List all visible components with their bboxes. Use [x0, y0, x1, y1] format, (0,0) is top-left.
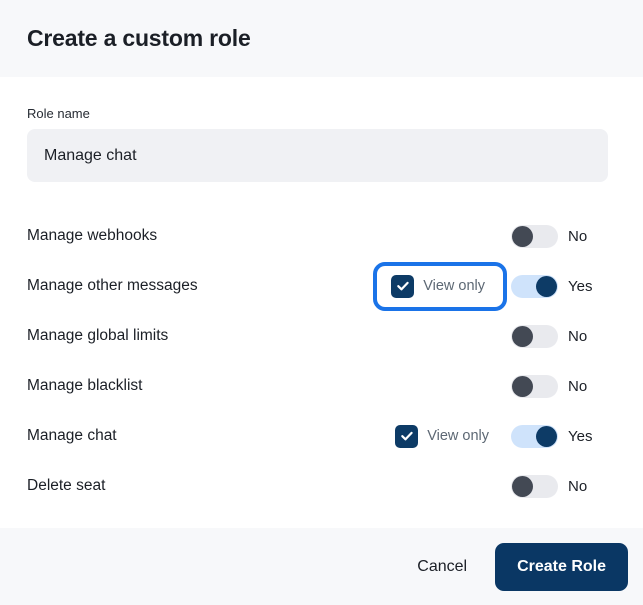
permission-label: Manage webhooks	[27, 227, 158, 244]
permission-row: Manage blacklist No	[27, 361, 616, 411]
check-icon[interactable]	[391, 274, 415, 298]
check-icon[interactable]	[395, 424, 419, 448]
dialog-footer: Cancel Create Role	[0, 528, 643, 605]
permission-toggle-group: No	[511, 224, 616, 248]
dialog-header: Create a custom role	[0, 0, 643, 77]
toggle-knob	[536, 425, 557, 447]
permission-label: Manage chat	[27, 427, 117, 444]
toggle-knob	[512, 325, 533, 347]
toggle-knob	[512, 375, 533, 397]
permission-toggle[interactable]	[511, 474, 558, 498]
permission-toggle[interactable]	[511, 424, 558, 448]
toggle-state-label: No	[568, 477, 588, 495]
permission-row: Delete seat No	[27, 461, 616, 511]
permission-label: Manage other messages	[27, 277, 198, 294]
permission-label: Manage blacklist	[27, 377, 143, 394]
view-only-label: View only	[423, 278, 485, 294]
permission-row: Manage chat View only Yes	[27, 411, 616, 461]
permission-toggle-group: Yes	[511, 274, 616, 298]
permission-label: Manage global limits	[27, 327, 169, 344]
role-name-input[interactable]	[27, 129, 608, 182]
permission-label: Delete seat	[27, 477, 106, 494]
page-title: Create a custom role	[27, 25, 251, 51]
toggle-state-label: No	[568, 377, 588, 395]
view-only-label: View only	[427, 428, 489, 444]
permission-row: Manage other messages View only Yes	[27, 261, 616, 311]
permission-toggle-group: No	[511, 474, 616, 498]
permission-toggle[interactable]	[511, 224, 558, 248]
toggle-state-label: No	[568, 327, 588, 345]
toggle-knob	[512, 225, 533, 247]
permission-row: Manage global limits No	[27, 311, 616, 361]
permission-row: Manage webhooks No	[27, 211, 616, 261]
toggle-knob	[536, 275, 557, 297]
toggle-state-label: Yes	[568, 427, 593, 445]
role-name-label: Role name	[27, 106, 90, 121]
permission-toggle[interactable]	[511, 374, 558, 398]
permission-toggle-group: No	[511, 374, 616, 398]
create-role-button[interactable]: Create Role	[495, 542, 628, 591]
permission-toggle-group: No	[511, 324, 616, 348]
view-only-control[interactable]: View only	[373, 261, 507, 311]
view-only-control[interactable]: View only	[395, 424, 489, 448]
permission-toggle[interactable]	[511, 274, 558, 298]
cancel-button[interactable]: Cancel	[397, 546, 487, 588]
toggle-state-label: No	[568, 227, 588, 245]
toggle-knob	[512, 475, 533, 497]
toggle-state-label: Yes	[568, 277, 593, 295]
permission-toggle[interactable]	[511, 324, 558, 348]
permission-toggle-group: Yes	[511, 424, 616, 448]
